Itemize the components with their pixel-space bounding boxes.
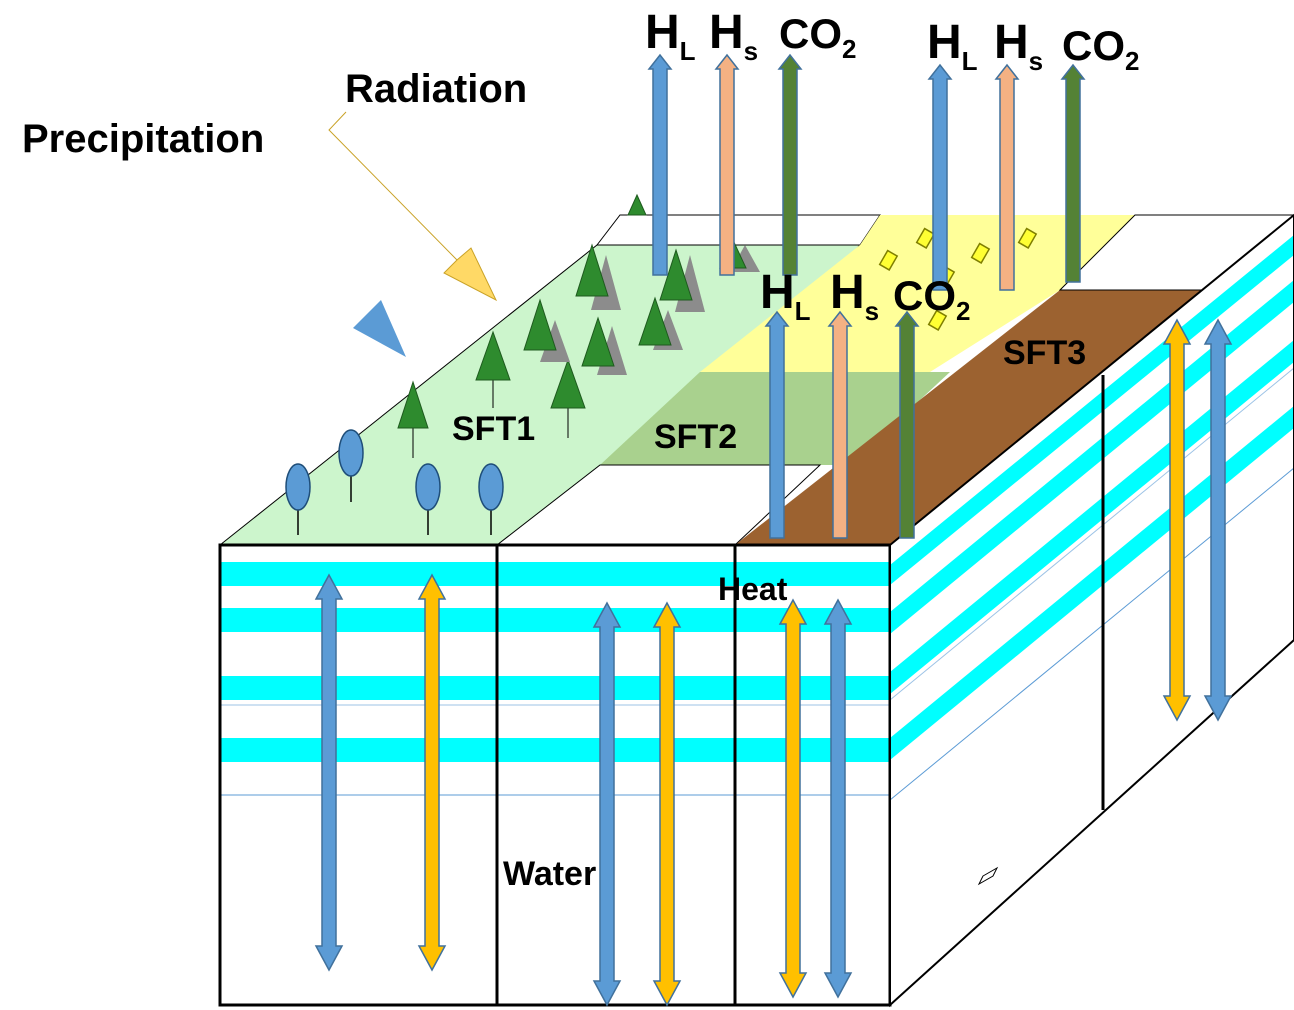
sensible-heat-subscript: s	[865, 296, 879, 326]
svg-text:CO2: CO2	[1062, 22, 1139, 76]
latent-heat-flux-arrow	[927, 63, 953, 291]
spruce-tree-icon	[581, 316, 615, 367]
right-face	[889, 213, 1294, 1008]
crop-icon	[915, 227, 936, 249]
conifer-tree-icon	[475, 330, 511, 381]
flux-label-group-1: HL Hs CO2	[645, 6, 856, 66]
precipitation-arrow	[234, 162, 406, 357]
soil-flux-arrows	[314, 318, 1233, 1007]
spruce-tree-icon	[638, 296, 672, 346]
small-marker	[977, 866, 999, 886]
co2-label: CO	[893, 272, 956, 319]
spruce-tree-icon	[627, 193, 647, 216]
sensible-heat-flux-arrow	[994, 63, 1020, 291]
svg-text:Hs: Hs	[994, 16, 1043, 76]
sft1-label: SFT1	[452, 410, 535, 448]
surface-flux-arrows	[647, 53, 1086, 539]
deciduous-tree-icon	[338, 429, 364, 477]
svg-text:HL: HL	[645, 6, 696, 66]
svg-text:HL: HL	[760, 266, 811, 326]
sensible-heat-flux-arrow	[827, 310, 853, 539]
sensible-heat-label: H	[994, 16, 1029, 69]
spruce-tree-icon	[659, 248, 693, 301]
deciduous-tree-icon	[415, 463, 441, 511]
sensible-heat-flux-arrow	[714, 53, 740, 276]
sft3-surface	[735, 290, 1205, 545]
heat-label: Heat	[718, 571, 788, 607]
input-arrows	[234, 111, 498, 357]
co2-label: CO	[1062, 22, 1125, 69]
spruce-forest	[523, 193, 760, 375]
co2-flux-arrow	[777, 53, 803, 276]
co2-subscript: 2	[842, 34, 856, 64]
tall-conifers	[397, 330, 586, 458]
crop-icon	[878, 249, 899, 271]
latent-heat-flux-arrow	[647, 53, 673, 276]
latent-heat-subscript: L	[962, 46, 978, 76]
latent-heat-label: H	[760, 266, 795, 319]
radiation-arrow	[328, 111, 498, 302]
sft3-label: SFT3	[1003, 334, 1086, 372]
svg-text:Hs: Hs	[830, 266, 879, 326]
crop-icon	[970, 242, 991, 264]
co2-flux-arrow	[894, 310, 920, 539]
co2-subscript: 2	[956, 296, 970, 326]
flux-label-group-2: HL Hs CO2	[927, 16, 1139, 76]
sensible-heat-subscript: s	[1029, 46, 1043, 76]
flux-label-group-3: HL Hs CO2	[760, 266, 970, 326]
deciduous-tree-icon	[285, 463, 311, 511]
radiation-label: Radiation	[345, 67, 527, 111]
crop-surface	[700, 215, 1135, 372]
white-patch-1	[595, 214, 881, 246]
water-flux-arrow	[823, 598, 853, 999]
latent-heat-flux-arrow	[764, 310, 790, 539]
water-flux-arrow	[314, 573, 344, 972]
sensible-heat-label: H	[830, 266, 865, 319]
svg-text:HL: HL	[927, 16, 978, 76]
conifer-tree-icon	[397, 380, 429, 429]
co2-flux-arrow	[1060, 63, 1086, 283]
sensible-heat-label: H	[709, 6, 744, 59]
soil-layers-right	[890, 235, 1294, 801]
water-flux-arrow	[1203, 318, 1233, 722]
spruce-tree-icon	[523, 298, 557, 351]
sensible-heat-subscript: s	[744, 36, 758, 66]
deciduous-tree-icon	[478, 463, 504, 511]
latent-heat-label: H	[645, 6, 680, 59]
svg-text:CO2: CO2	[893, 272, 970, 326]
water-flux-arrow	[592, 601, 622, 1007]
co2-label: CO	[779, 10, 842, 57]
latent-heat-subscript: L	[680, 36, 696, 66]
heat-flux-arrow	[778, 598, 808, 999]
crop-icon	[1017, 227, 1038, 249]
svg-text:CO2: CO2	[779, 10, 856, 64]
latent-heat-subscript: L	[795, 296, 811, 326]
white-patch-3	[1058, 214, 1294, 291]
svg-text:Hs: Hs	[709, 6, 758, 66]
precipitation-label: Precipitation	[22, 117, 264, 161]
deciduous-trees	[285, 429, 504, 535]
heat-flux-arrow	[417, 573, 447, 972]
co2-subscript: 2	[1125, 46, 1139, 76]
conifer-tree-icon	[550, 358, 586, 409]
latent-heat-label: H	[927, 16, 962, 69]
heat-flux-arrow	[1162, 318, 1192, 722]
spruce-tree-icon	[575, 243, 609, 297]
crop-icon	[927, 309, 948, 331]
water-label: Water	[503, 855, 596, 893]
sft2-label: SFT2	[654, 418, 737, 456]
heat-flux-arrow	[652, 601, 682, 1007]
